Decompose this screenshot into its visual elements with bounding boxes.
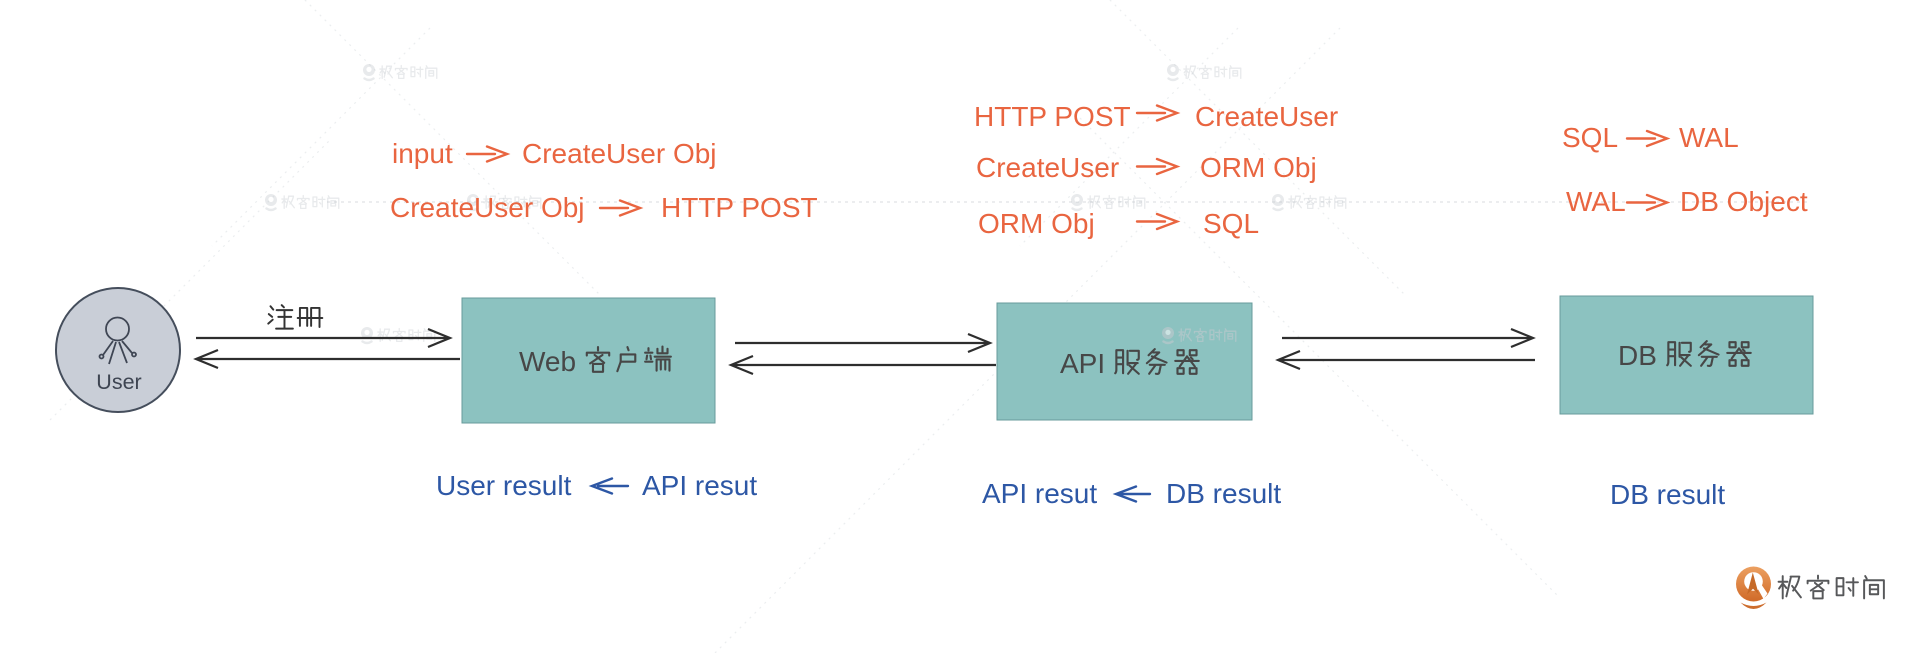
svg-text:User result: User result	[436, 470, 572, 501]
svg-text:DB result: DB result	[1610, 479, 1725, 510]
svg-text:ORM Obj: ORM Obj	[1200, 152, 1317, 183]
svg-text:CreateUser: CreateUser	[976, 152, 1119, 183]
svg-text:WAL: WAL	[1566, 186, 1626, 217]
svg-text:WAL: WAL	[1679, 122, 1739, 153]
svg-text:HTTP POST: HTTP POST	[974, 101, 1131, 132]
svg-text:CreateUser Obj: CreateUser Obj	[522, 138, 717, 169]
svg-text:SQL: SQL	[1203, 208, 1259, 239]
svg-text:SQL: SQL	[1562, 122, 1618, 153]
svg-text:DB: DB	[1618, 340, 1657, 371]
svg-text:HTTP POST: HTTP POST	[661, 192, 818, 223]
svg-text:API: API	[1060, 348, 1105, 379]
svg-text:DB Object: DB Object	[1680, 186, 1808, 217]
svg-text:CreateUser Obj: CreateUser Obj	[390, 192, 585, 223]
svg-text:DB result: DB result	[1166, 478, 1281, 509]
svg-text:CreateUser: CreateUser	[1195, 101, 1338, 132]
svg-text:Web: Web	[519, 346, 576, 377]
svg-text:API resut: API resut	[982, 478, 1097, 509]
svg-text:User: User	[96, 370, 141, 394]
svg-text:ORM Obj: ORM Obj	[978, 208, 1095, 239]
svg-text:API resut: API resut	[642, 470, 757, 501]
svg-text:input: input	[392, 138, 453, 169]
